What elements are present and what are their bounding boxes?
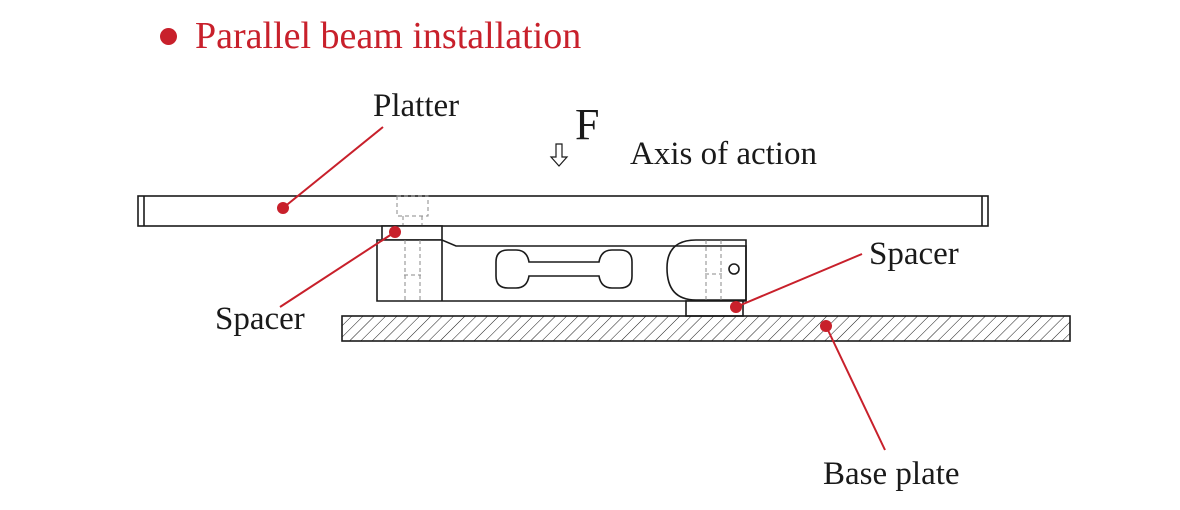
diagram-title: Parallel beam installation <box>160 14 581 58</box>
label-axis-of-action: Axis of action <box>630 136 817 172</box>
label-base-plate: Base plate <box>823 456 960 492</box>
bullet-icon <box>160 27 177 45</box>
leader-lines <box>279 126 886 451</box>
spacer-right-callout-dot <box>730 301 742 313</box>
platter-callout-dot <box>277 202 289 214</box>
down-arrow-icon <box>549 143 569 167</box>
platter-bolt-hidden <box>396 195 429 226</box>
spacer-left-callout-dot <box>389 226 401 238</box>
label-force: F <box>575 100 600 149</box>
title-text: Parallel beam installation <box>195 15 582 57</box>
base-plate-callout-dot <box>820 320 832 332</box>
load-cell <box>376 239 747 302</box>
callout-dots <box>277 202 832 332</box>
base-plate <box>341 315 1071 342</box>
label-spacer-right: Spacer <box>869 236 959 272</box>
label-spacer-left: Spacer <box>215 301 305 337</box>
platter <box>137 195 989 227</box>
label-platter: Platter <box>373 88 460 124</box>
